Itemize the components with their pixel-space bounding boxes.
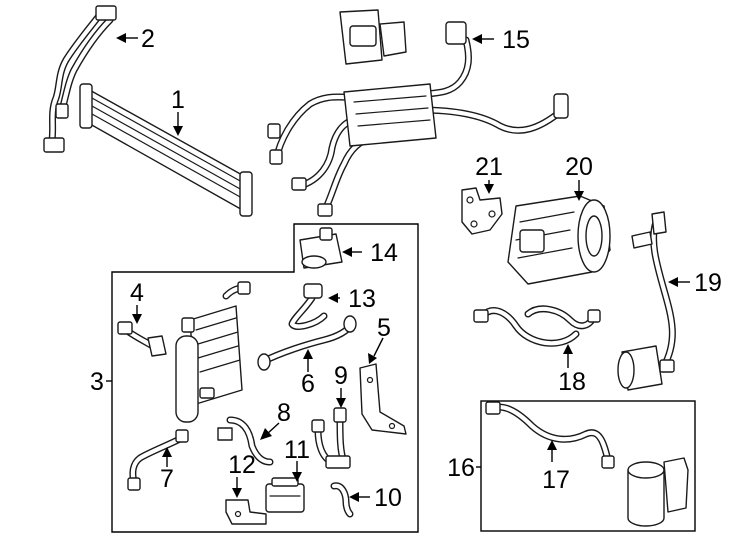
part-19-line — [631, 211, 676, 370]
part-2-line-assembly — [43, 5, 117, 153]
callout-12: 12 — [228, 451, 256, 479]
callout-3: 3 — [90, 368, 104, 396]
part-20-compressor — [507, 195, 611, 285]
part-21-bracket — [461, 187, 503, 235]
group-box-16 — [480, 400, 696, 532]
callout-21: 21 — [475, 153, 503, 181]
part-5-bracket — [359, 363, 407, 435]
part-4-line — [117, 321, 167, 357]
part-17-line — [485, 401, 615, 469]
part-11-module — [265, 477, 305, 513]
part-8-tube — [217, 416, 274, 466]
group-box-3 — [111, 223, 419, 533]
callout-17: 17 — [542, 466, 570, 494]
part-19-drier — [617, 345, 675, 391]
callout-16: 16 — [447, 454, 475, 482]
callout-7: 7 — [160, 465, 174, 493]
part-11-tube — [311, 419, 351, 469]
callout-10: 10 — [374, 484, 402, 512]
callout-5: 5 — [377, 314, 391, 342]
part-3-chiller — [175, 281, 251, 423]
part-9-tube — [333, 407, 348, 466]
callout-14: 14 — [370, 239, 398, 267]
part-14-valve — [299, 227, 343, 269]
part-13-fitting — [288, 283, 328, 330]
callout-15: 15 — [502, 26, 530, 54]
part-7-hose — [127, 429, 189, 491]
callout-1: 1 — [171, 86, 185, 114]
part-1-condenser — [79, 83, 253, 217]
callout-13: 13 — [348, 285, 376, 313]
callout-11: 11 — [284, 436, 310, 464]
part-18-hose — [473, 305, 601, 347]
callout-9: 9 — [334, 362, 348, 390]
part-12-bracket — [225, 499, 267, 525]
leaders — [106, 33, 690, 502]
callout-2: 2 — [141, 25, 155, 53]
callout-20: 20 — [565, 153, 593, 181]
callout-4: 4 — [130, 279, 144, 307]
callout-18: 18 — [558, 368, 586, 396]
part-6-hose — [257, 315, 357, 371]
callout-8: 8 — [277, 399, 291, 427]
callout-6: 6 — [301, 370, 315, 398]
part-16-accumulator — [627, 457, 689, 527]
callout-labels: 1 2 3 4 5 6 7 8 9 10 11 12 13 14 15 16 1… — [90, 25, 722, 512]
callout-19: 19 — [694, 269, 722, 297]
part-15-hose-assembly — [267, 9, 569, 217]
part-10-elbow — [330, 482, 354, 518]
